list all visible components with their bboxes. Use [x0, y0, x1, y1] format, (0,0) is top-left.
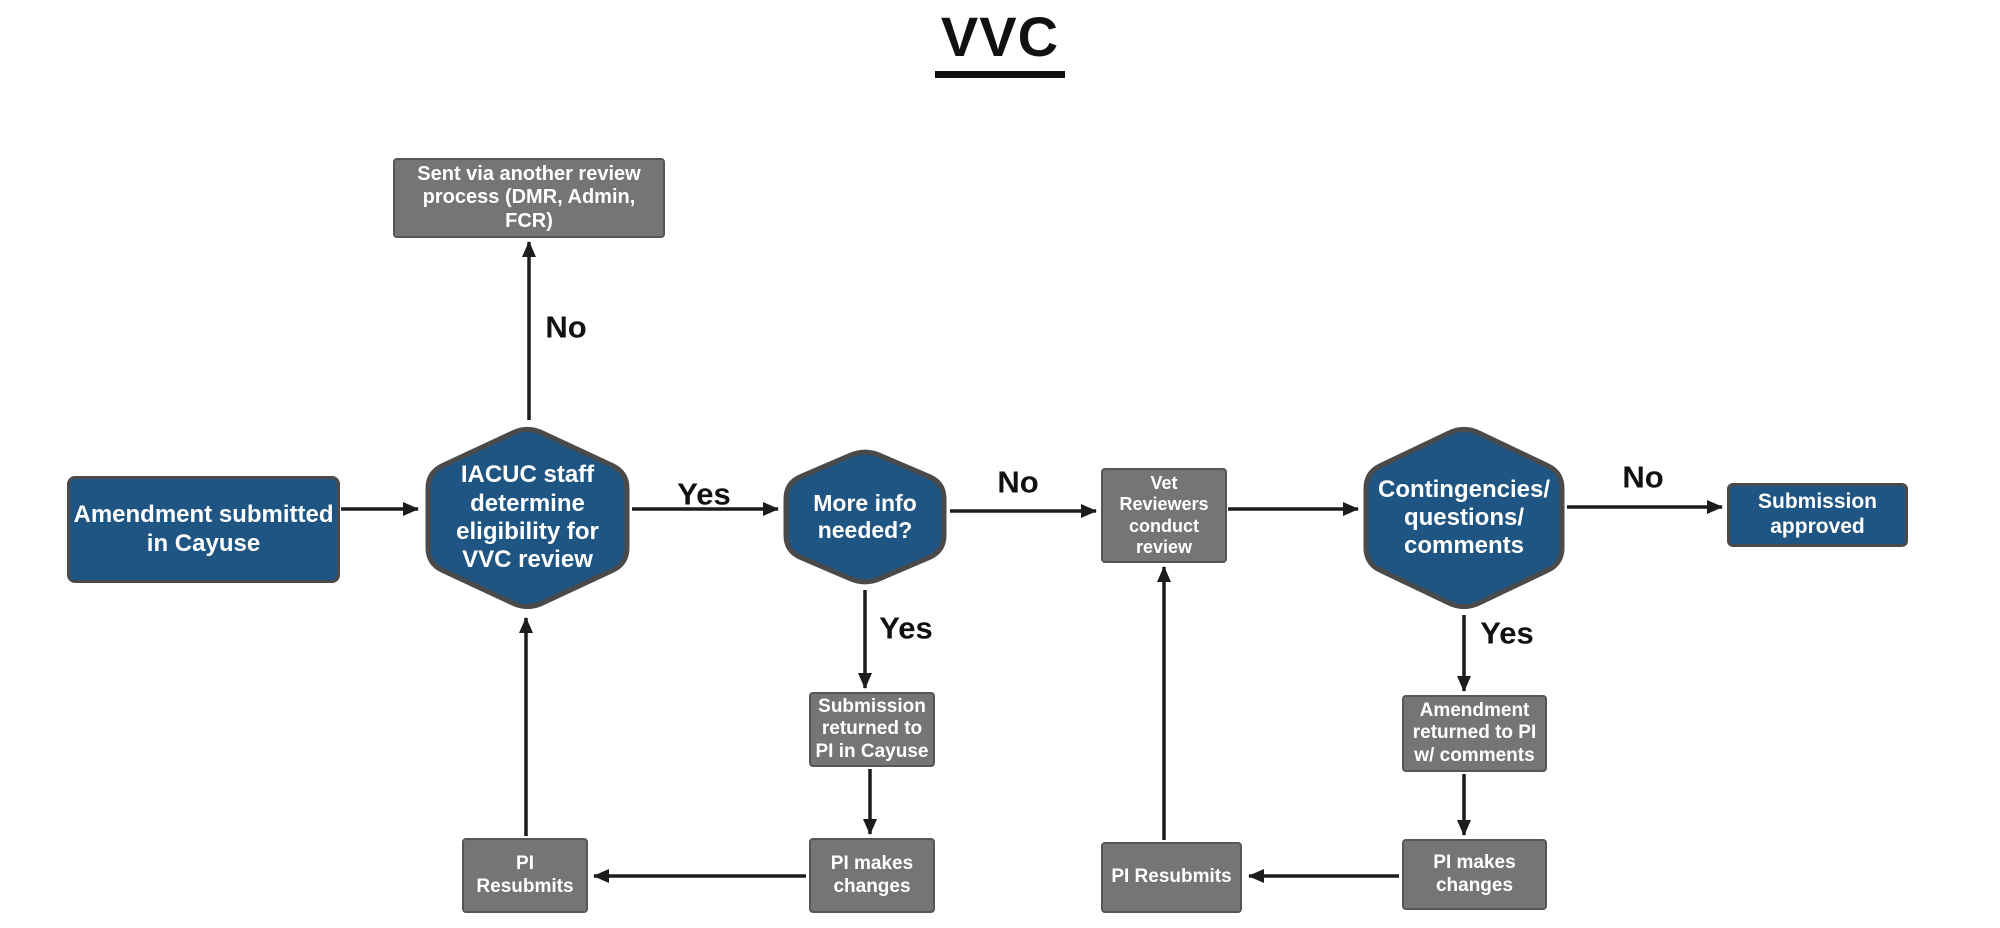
node-label: More info needed? [813, 489, 917, 543]
node-pi-resubmits-right: PI Resubmits [1101, 842, 1242, 913]
edge-label-more-info-yes: Yes [879, 610, 933, 646]
node-label: Contingencies/ questions/ comments [1377, 475, 1551, 560]
node-vet-reviewers: Vet Reviewers conduct review [1101, 468, 1227, 563]
hexagon-shape [425, 426, 630, 610]
node-label: Amendment submitted in Cayuse [73, 501, 334, 557]
node-contingencies: Contingencies/ questions/ comments [1363, 423, 1565, 613]
diagram-title: VVC [0, 7, 2000, 78]
node-label: PI Resubmits [476, 853, 574, 897]
node-iacuc-eligibility: IACUC staff determine eligibility for VV… [425, 423, 630, 613]
node-pi-makes-changes-right: PI makes changes [1402, 839, 1547, 910]
edge-label-iacuc-no: No [545, 309, 587, 345]
node-amendment-submitted: Amendment submitted in Cayuse [67, 476, 340, 583]
node-label: PI Resubmits [1111, 866, 1232, 888]
node-label: PI makes changes [830, 853, 914, 897]
node-label: Amendment returned to PI w/ comments [1412, 699, 1537, 766]
node-label: Vet Reviewers conduct review [1119, 473, 1209, 557]
node-other-review-process: Sent via another review process (DMR, Ad… [393, 158, 665, 238]
hexagon-shape [783, 449, 947, 585]
diagram-title-text: VVC [934, 7, 1066, 78]
node-amendment-returned: Amendment returned to PI w/ comments [1402, 695, 1547, 772]
node-label: Submission returned to PI in Cayuse [815, 695, 929, 762]
node-submission-returned: Submission returned to PI in Cayuse [809, 692, 935, 767]
node-submission-approved: Submission approved [1727, 483, 1908, 547]
hexagon-shape [1363, 426, 1565, 610]
edge-label-iacuc-yes: Yes [677, 476, 731, 512]
node-pi-makes-changes-left: PI makes changes [809, 838, 935, 913]
edge-label-more-info-no: No [997, 464, 1039, 500]
node-label: PI makes changes [1433, 852, 1516, 896]
node-more-info-needed: More info needed? [783, 446, 947, 588]
node-label: IACUC staff determine eligibility for VV… [456, 461, 599, 574]
edge-label-contingencies-no: No [1622, 459, 1664, 495]
node-pi-resubmits-left: PI Resubmits [462, 838, 588, 913]
node-label: Sent via another review process (DMR, Ad… [417, 162, 641, 232]
node-label: Submission approved [1757, 490, 1878, 538]
edge-label-contingencies-yes: Yes [1480, 615, 1534, 651]
